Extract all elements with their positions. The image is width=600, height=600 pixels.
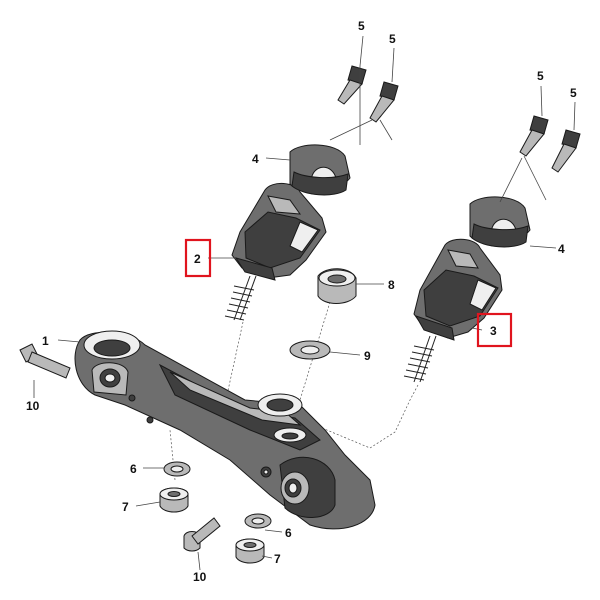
highlight-boxes — [184, 238, 513, 348]
callout-7-right: 7 — [274, 552, 281, 566]
callout-4-left: 4 — [252, 152, 259, 166]
bushing-part-7-a — [159, 487, 189, 513]
washer-part-9 — [289, 340, 331, 360]
callout-7-left: 7 — [122, 500, 129, 514]
clamp-cap-part-4-right — [469, 196, 531, 248]
callout-1: 1 — [42, 334, 49, 348]
bolt-part-10-a — [19, 343, 71, 379]
bolt-part-5-d — [551, 129, 581, 173]
clamp-cap-part-4-left — [289, 144, 351, 196]
callout-10-bottom: 10 — [193, 570, 207, 584]
callout-10-left: 10 — [26, 399, 40, 413]
highlight-box-part-3 — [476, 312, 513, 348]
riser-part-2 — [224, 183, 327, 321]
leader-lines — [33, 35, 576, 571]
highlight-box-part-2 — [184, 238, 212, 278]
callout-2: 2 — [194, 252, 201, 266]
bolt-part-5-c — [519, 115, 549, 157]
riser-part-3 — [403, 238, 503, 383]
callout-5-a: 5 — [358, 19, 365, 33]
callout-6-right: 6 — [285, 526, 292, 540]
washer-part-6-b — [244, 513, 272, 529]
riser-2-thread — [224, 285, 255, 321]
callout-9: 9 — [364, 349, 371, 363]
bushing-part-7-b — [235, 538, 265, 564]
bolt-part-5-a — [337, 65, 367, 105]
callout-8: 8 — [388, 278, 395, 292]
callout-3: 3 — [490, 324, 497, 338]
callout-5-c: 5 — [537, 69, 544, 83]
triple-clamp-part-1 — [74, 330, 376, 530]
callout-5-b: 5 — [389, 32, 396, 46]
callout-5-d: 5 — [570, 86, 577, 100]
washer-part-6-a — [163, 461, 191, 477]
callout-labels: 1 2 3 4 4 5 5 5 5 6 6 7 7 8 9 10 10 — [26, 19, 577, 584]
bolt-part-5-b — [369, 81, 399, 123]
callout-4-right: 4 — [558, 242, 565, 256]
callout-6-left: 6 — [130, 462, 137, 476]
bolt-part-10-b — [183, 517, 221, 552]
riser-3-thread — [403, 345, 435, 381]
nut-part-8 — [317, 268, 357, 304]
